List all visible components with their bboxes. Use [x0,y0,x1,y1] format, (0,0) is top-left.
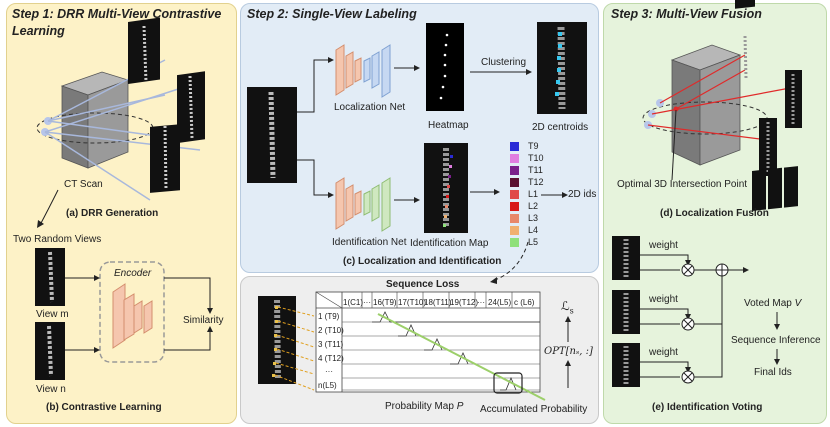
table-row-header: 3 (T11) [318,340,344,349]
caption-identification-voting: (e) Identification Voting [652,402,763,413]
legend-label: T11 [528,165,543,175]
step1-title: Step 1: DRR Multi-View Contrastive Learn… [12,7,222,38]
legend-swatch [510,238,519,247]
table-col-header: ··· [363,298,371,307]
legend-label: T12 [528,177,544,187]
probability-map-label: Probability Map P [385,401,463,413]
localization-net-label: Localization Net [334,102,406,113]
weight-label: weight [649,347,678,358]
opt-label: OPT[nₛ, :] [544,346,593,357]
weight-label: weight [649,294,678,305]
legend-swatch [510,178,519,187]
sequence-loss-title: Sequence Loss [386,279,460,290]
similarity-label: Similarity [183,315,224,326]
legend-swatch [510,202,519,211]
caption-drr-generation: (a) DRR Generation [66,208,159,219]
legend-label: L4 [528,225,539,235]
table-col-header: ··· [477,298,485,307]
table-row-header: 1 (T9) [318,312,340,321]
view-m-label: View m [36,309,69,320]
encoder-label: Encoder [114,268,152,279]
table-col-header: 18(T11) [424,298,452,307]
view-n-label: View n [36,384,66,395]
loss-symbol-main: ℒ [561,299,570,313]
legend-label: T9 [528,141,539,151]
legend-label: T10 [528,153,544,163]
sequence-inference-label: Sequence Inference [731,335,821,346]
legend-label: L2 [528,201,539,211]
clustering-label: Clustering [481,57,527,68]
caption-localization-fusion: (d) Localization Fusion [660,208,769,219]
voted-map-var: V [794,298,802,309]
identification-net-label: Identification Net [332,237,407,248]
probability-map-text: Probability Map [385,401,457,412]
legend-label: L5 [528,237,539,247]
ct-scan-label: CT Scan [64,179,103,190]
caption-contrastive-learning: (b) Contrastive Learning [46,402,162,413]
table-col-header: c (L6) [514,298,535,307]
table-col-header: 19(T12) [450,298,479,307]
table-col-header: 24(L5) [488,298,512,307]
accumulated-probability-label: Accumulated Probability [480,404,588,415]
step2-title: Step 2: Single-View Labeling [247,7,417,21]
intersection-point-label: Optimal 3D Intersection Point [617,179,748,190]
legend-swatch [510,154,519,163]
caption-localization-identification: (c) Localization and Identification [343,256,502,267]
legend-swatch [510,190,519,199]
final-ids-label: Final Ids [754,367,792,378]
step3-title: Step 3: Multi-View Fusion [611,7,762,21]
table-col-header: 16(T9) [373,298,397,307]
table-row-header: n(L5) [318,381,337,390]
legend-swatch [510,166,519,175]
table-row-header: ··· [325,367,333,376]
loss-symbol-sub: s [569,306,574,316]
two-random-views-label: Two Random Views [13,234,102,245]
probability-map-var: P [456,401,464,412]
ids-label: 2D ids [568,189,597,200]
legend-label: L3 [528,213,539,223]
legend-label: L1 [528,189,539,199]
voted-map-label: Voted Map V [744,298,801,310]
legend-swatch [510,142,519,151]
heatmap-label: Heatmap [428,120,469,131]
legend-swatch [510,214,519,223]
voted-map-text: Voted Map [744,298,795,309]
weight-label: weight [649,240,678,251]
table-col-header: 1(C1) [343,298,364,307]
identification-map-label: Identification Map [410,238,489,249]
loss-symbol: ℒs [561,300,574,317]
centroids-label: 2D centroids [532,122,589,133]
table-row-header: 2 (T10) [318,326,344,335]
legend-swatch [510,226,519,235]
table-col-header: 17(T10) [398,298,427,307]
table-row-header: 4 (T12) [318,354,344,363]
